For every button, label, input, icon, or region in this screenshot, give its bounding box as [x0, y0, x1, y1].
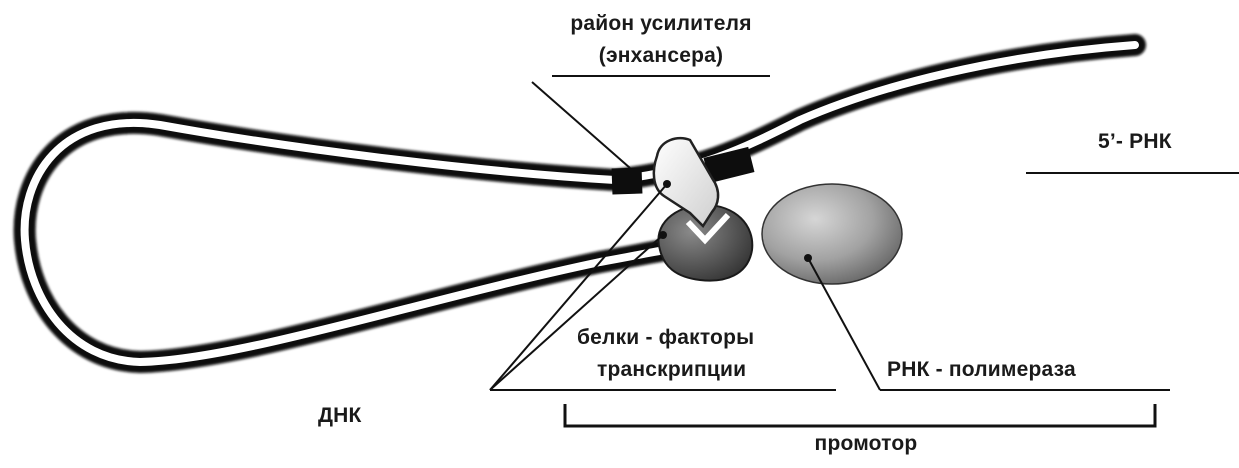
dna-strand — [25, 45, 1239, 362]
tf-label-line1: белки - факторы — [577, 326, 754, 350]
promoter-bracket — [565, 404, 1155, 426]
promoter-label: промотор — [815, 432, 918, 456]
rna-polymerase — [762, 184, 902, 284]
enhancer-pointer — [532, 82, 630, 168]
rna5-label: 5’- РНК — [1098, 130, 1172, 154]
rnap-label: РНК - полимераза — [887, 358, 1076, 382]
enhancer-label-line1: район усилителя — [570, 12, 751, 36]
enhancer-label-line2: (энхансера) — [599, 44, 723, 68]
dna-label: ДНК — [318, 404, 362, 428]
tf-label-line2: транскрипции — [597, 358, 746, 382]
